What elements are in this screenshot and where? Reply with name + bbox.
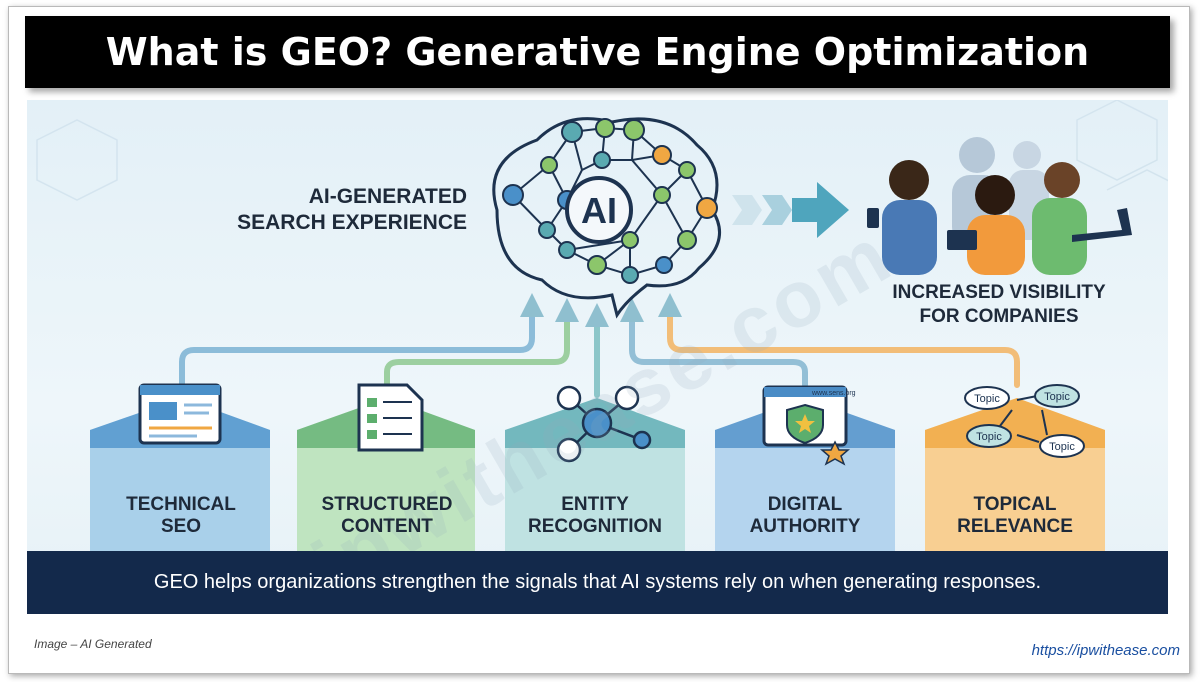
infographic-art: AI bbox=[36, 100, 1168, 551]
visibility-label: INCREASED VISIBILITY FOR COMPANIES bbox=[869, 281, 1129, 329]
svg-text:Topic: Topic bbox=[976, 431, 1002, 443]
connector-arrows bbox=[179, 293, 1020, 398]
summary-banner: GEO helps organizations strengthen the s… bbox=[27, 551, 1168, 614]
structured-document-icon bbox=[357, 383, 424, 452]
pillar-structured-content: STRUCTURED CONTENT bbox=[298, 410, 476, 556]
image-credit: Image – AI Generated bbox=[34, 637, 152, 651]
geo-infographic: AI bbox=[27, 100, 1168, 614]
authority-url: www.sens.org bbox=[811, 390, 856, 397]
svg-text:Topic: Topic bbox=[1049, 441, 1075, 453]
visibility-label-line2: FOR COMPANIES bbox=[919, 306, 1079, 327]
site-url-link[interactable]: https://ipwithease.com bbox=[1031, 642, 1180, 659]
entity-graph-icon bbox=[556, 385, 652, 463]
flow-arrow-icon bbox=[732, 182, 849, 238]
ai-search-label: AI-GENERATED SEARCH EXPERIENCE bbox=[202, 184, 467, 236]
ai-search-label-line2: SEARCH EXPERIENCE bbox=[237, 211, 467, 234]
pillar-technical-seo: TECHNICAL SEO bbox=[92, 410, 270, 556]
background-pattern bbox=[36, 100, 1168, 201]
visibility-label-line1: INCREASED VISIBILITY bbox=[892, 282, 1106, 303]
ai-brain-network-icon: AI bbox=[492, 117, 721, 319]
topic-map-icon: Topic Topic Topic Topic bbox=[964, 384, 1085, 458]
browser-window-icon bbox=[138, 383, 222, 445]
pillar-entity-recognition: ENTITY RECOGNITION bbox=[506, 410, 684, 556]
svg-text:Topic: Topic bbox=[974, 393, 1000, 405]
pillar-label: ENTITY RECOGNITION bbox=[527, 494, 663, 537]
people-group-icon bbox=[867, 137, 1132, 275]
pillar-label: DIGITAL AUTHORITY bbox=[749, 494, 861, 537]
pillar-label: TOPICAL RELEVANCE bbox=[957, 494, 1073, 537]
svg-text:Topic: Topic bbox=[1044, 391, 1070, 403]
shield-star-icon: www.sens.org bbox=[762, 385, 856, 466]
pillar-digital-authority: DIGITAL AUTHORITY bbox=[716, 410, 894, 556]
title-text: What is GEO? Generative Engine Optimizat… bbox=[105, 30, 1090, 74]
banner-text: GEO helps organizations strengthen the s… bbox=[153, 571, 1042, 593]
ai-badge: AI bbox=[581, 190, 617, 231]
pillar-topical-relevance: TOPICAL RELEVANCE bbox=[926, 410, 1104, 556]
ai-search-label-line1: AI-GENERATED bbox=[308, 185, 467, 208]
page-title: What is GEO? Generative Engine Optimizat… bbox=[25, 16, 1170, 88]
pillar-label: STRUCTURED CONTENT bbox=[321, 494, 453, 537]
pillar-label: TECHNICAL SEO bbox=[126, 494, 236, 537]
